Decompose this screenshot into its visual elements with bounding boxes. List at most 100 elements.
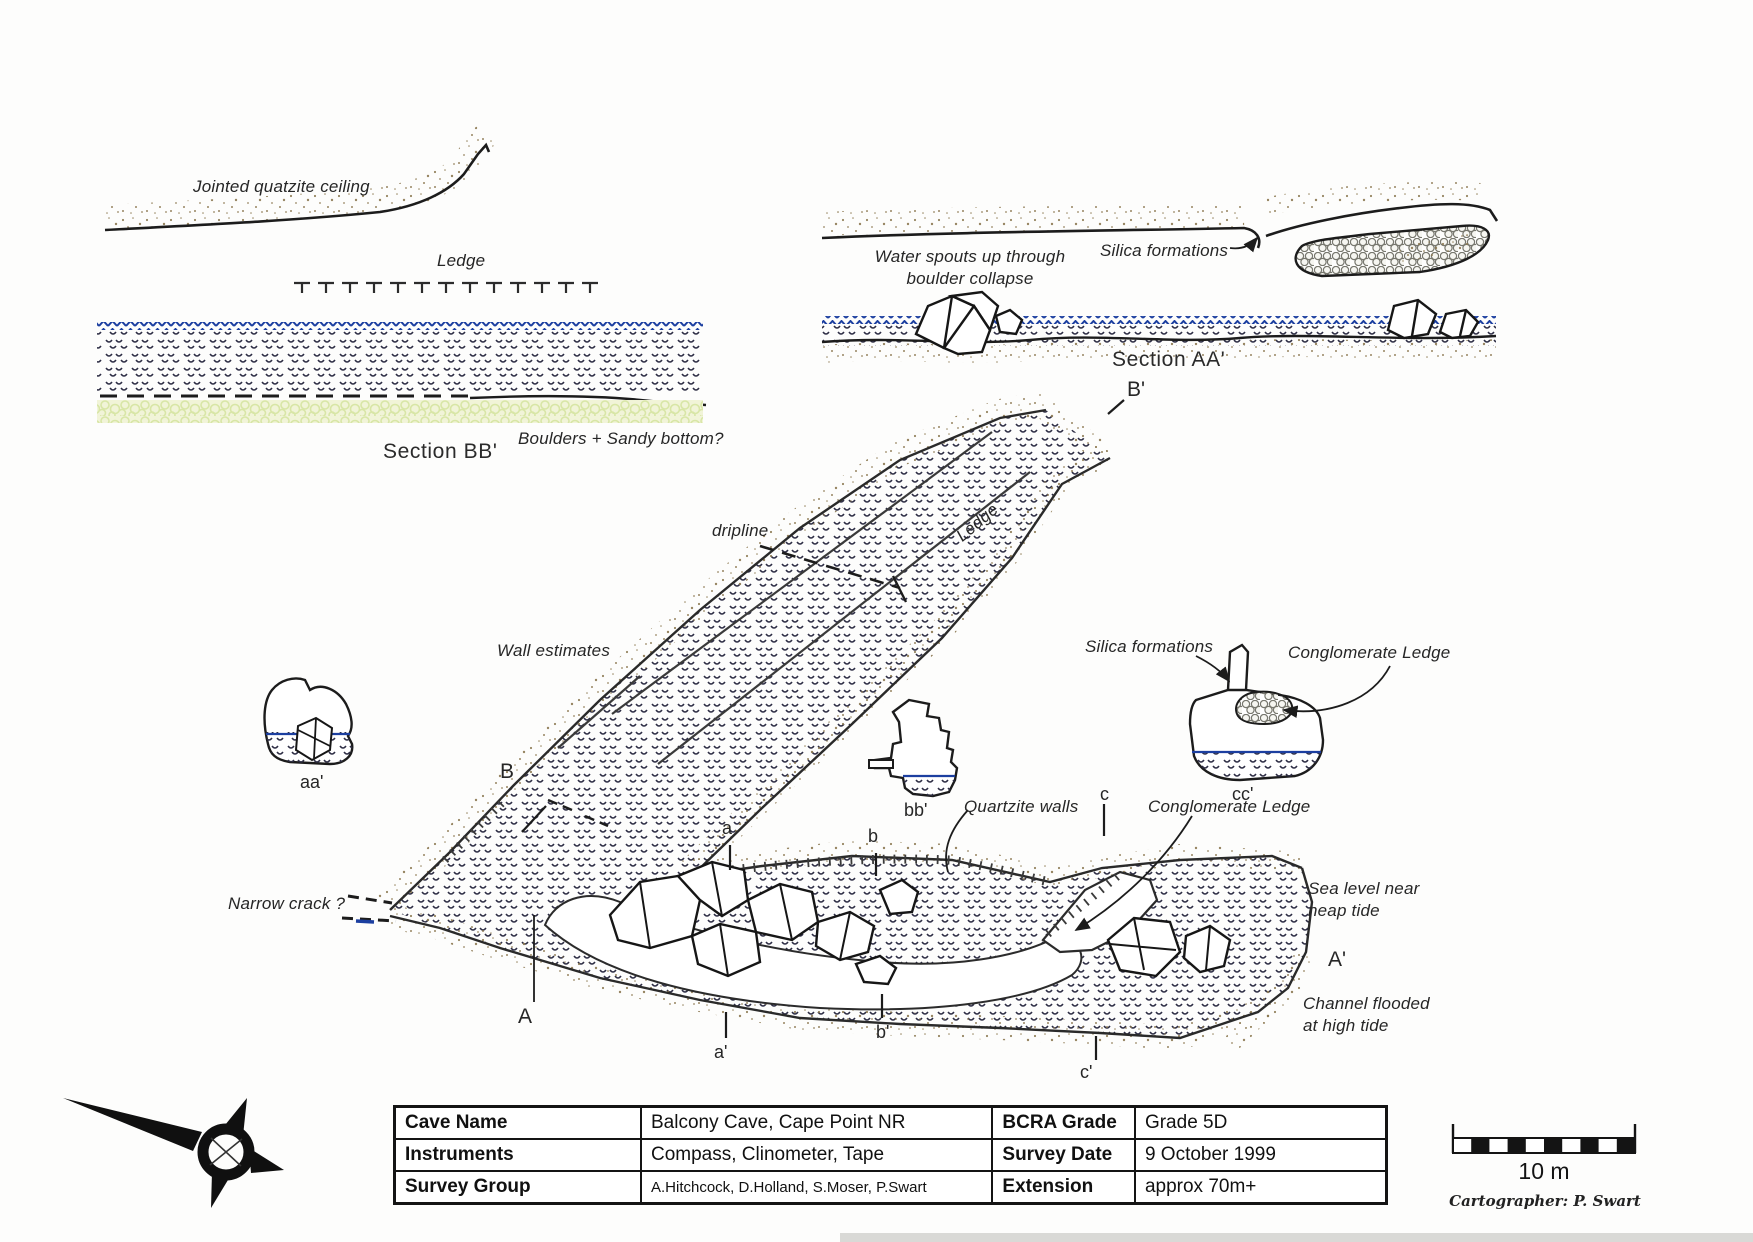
crack-dash-1 <box>347 894 393 905</box>
extension-value: approx 70m+ <box>1133 1170 1388 1205</box>
dripline-dashed <box>759 544 901 590</box>
cave-name-value: Balcony Cave, Cape Point NR <box>639 1105 994 1140</box>
survey-date-value: 9 October 1999 <box>1133 1138 1388 1172</box>
bb-inset-spout <box>868 759 894 769</box>
label-narrow-crack: Narrow crack ? <box>228 894 346 913</box>
wall-north <box>691 854 1303 884</box>
b-area-dashes <box>547 798 609 828</box>
station-A: A <box>518 1005 533 1028</box>
plan-boulders <box>608 860 920 986</box>
station-B: B <box>500 760 515 783</box>
label-channel-flooded: Channel flooded at high tide <box>1303 993 1430 1037</box>
aa-ceiling-line <box>821 226 1261 249</box>
label-silica-cc: Silica formations <box>1085 637 1214 656</box>
bb-ceiling-stipple <box>104 126 496 231</box>
inset-bb <box>868 698 959 798</box>
aa-lens-stipple <box>1398 234 1472 262</box>
cc-inset-chimney <box>1226 643 1250 691</box>
aa-floor-stipple <box>821 339 1497 363</box>
instruments-label: Instruments <box>393 1138 642 1172</box>
inset-cc-label: cc' <box>1232 784 1254 804</box>
station-c-prime: c' <box>1080 1062 1093 1082</box>
cartographer-credit: Cartographer: P. Swart <box>1449 1192 1641 1210</box>
bb-sand-floor <box>97 400 703 423</box>
label-water-spouts-line1: Water spouts up through <box>874 247 1066 266</box>
label-water-spouts: Water spouts up through boulder collapse <box>860 246 1080 290</box>
survey-date-label: Survey Date <box>991 1138 1136 1172</box>
label-sea-level: Sea level near neap tide <box>1308 878 1419 922</box>
label-wall-estimates: Wall estimates <box>497 641 611 660</box>
leader-B-prime <box>1107 399 1125 415</box>
label-water-spouts-line2: boulder collapse <box>906 269 1034 289</box>
stipple-bprime-opening <box>1039 401 1117 467</box>
plan-drawing <box>341 391 1317 1060</box>
section-aa-drawing <box>821 181 1499 363</box>
bb-water-surface <box>97 322 703 330</box>
label-conglomerate-plan: Conglomerate Ledge <box>1148 797 1311 816</box>
label-sea-level-line2: neap tide <box>1308 901 1380 921</box>
leader-quartzite <box>945 809 969 873</box>
cc-inset-silica-blob <box>1235 690 1294 726</box>
inset-aa-label: aa' <box>300 772 324 792</box>
aa-silica-arrow <box>1229 236 1259 253</box>
ledge-line-3 <box>557 675 641 749</box>
survey-group-value: A.Hitchcock, D.Holland, S.Moser, P.Swart <box>639 1170 994 1205</box>
hachure-north-wall <box>699 854 1051 887</box>
scan-edge-artifact <box>840 1233 1753 1242</box>
crack-dash-blue <box>355 919 375 924</box>
ledge-line-2 <box>657 471 1031 765</box>
channel-boulders <box>1106 916 1232 978</box>
bcra-grade-value: Grade 5D <box>1133 1105 1388 1140</box>
aa-silica-lens <box>1294 224 1491 278</box>
section-aa-title: Section AA' <box>1112 348 1226 371</box>
station-c: c <box>1100 784 1109 804</box>
label-silica-aa: Silica formations <box>1100 241 1229 260</box>
aa-right-boulders <box>1386 298 1480 340</box>
table-row: Instruments Compass, Clinometer, Tape Su… <box>393 1138 1388 1172</box>
label-boulders-sandy: Boulders + Sandy bottom? <box>518 429 724 448</box>
label-ledge-bb: Ledge <box>437 251 486 270</box>
aa-upper-line <box>1265 202 1499 238</box>
section-bb-title: Section BB' <box>383 440 498 463</box>
stipple-arm-upper <box>377 391 1047 914</box>
cave-name-label: Cave Name <box>393 1105 642 1140</box>
stipple-channel-tail <box>1223 1001 1275 1052</box>
label-dripline: dripline <box>712 521 769 540</box>
scale-bar <box>1451 1124 1637 1154</box>
station-B-prime: B' <box>1127 378 1146 401</box>
bb-ledge-symbols <box>294 281 598 293</box>
survey-group-label: Survey Group <box>393 1170 642 1205</box>
station-a: a <box>722 818 733 838</box>
station-A-prime: A' <box>1328 948 1347 971</box>
stipple-north-wall <box>688 839 1301 887</box>
label-sea-level-line1: Sea level near <box>1308 879 1420 898</box>
crack-dash-2 <box>341 916 397 923</box>
inset-aa <box>263 677 354 766</box>
extension-label: Extension <box>991 1170 1136 1205</box>
tick-B <box>521 805 547 833</box>
label-quartzite-walls: Quartzite walls <box>964 797 1079 816</box>
aa-water-surface <box>822 316 1496 324</box>
inset-bb-label: bb' <box>904 800 928 820</box>
stipple-arm-lower <box>681 441 1114 879</box>
bb-ceiling-line <box>104 142 491 232</box>
survey-data-table: Cave Name Balcony Cave, Cape Point NR BC… <box>393 1105 1388 1205</box>
ledge-line-1 <box>611 431 993 715</box>
bb-water-hatch <box>97 330 703 394</box>
aa-ceiling-stipple-right <box>1266 181 1481 215</box>
label-conglomerate-cc: Conglomerate Ledge <box>1288 643 1451 662</box>
station-b-prime: b' <box>876 1022 890 1042</box>
wall-lower-right <box>691 456 1111 877</box>
dripline-tick <box>891 575 908 603</box>
station-a-prime: a' <box>714 1042 728 1062</box>
label-jointed-ceiling: Jointed quatzite ceiling <box>193 177 370 196</box>
arrow-conglomerate-plan <box>1074 815 1193 931</box>
table-row: Cave Name Balcony Cave, Cape Point NR BC… <box>393 1105 1388 1140</box>
section-bb-drawing <box>97 126 707 423</box>
bcra-grade-label: BCRA Grade <box>991 1105 1136 1140</box>
instruments-value: Compass, Clinometer, Tape <box>639 1138 994 1172</box>
label-channel-line2: at high tide <box>1303 1016 1389 1036</box>
label-channel-line1: Channel flooded <box>1303 994 1430 1013</box>
